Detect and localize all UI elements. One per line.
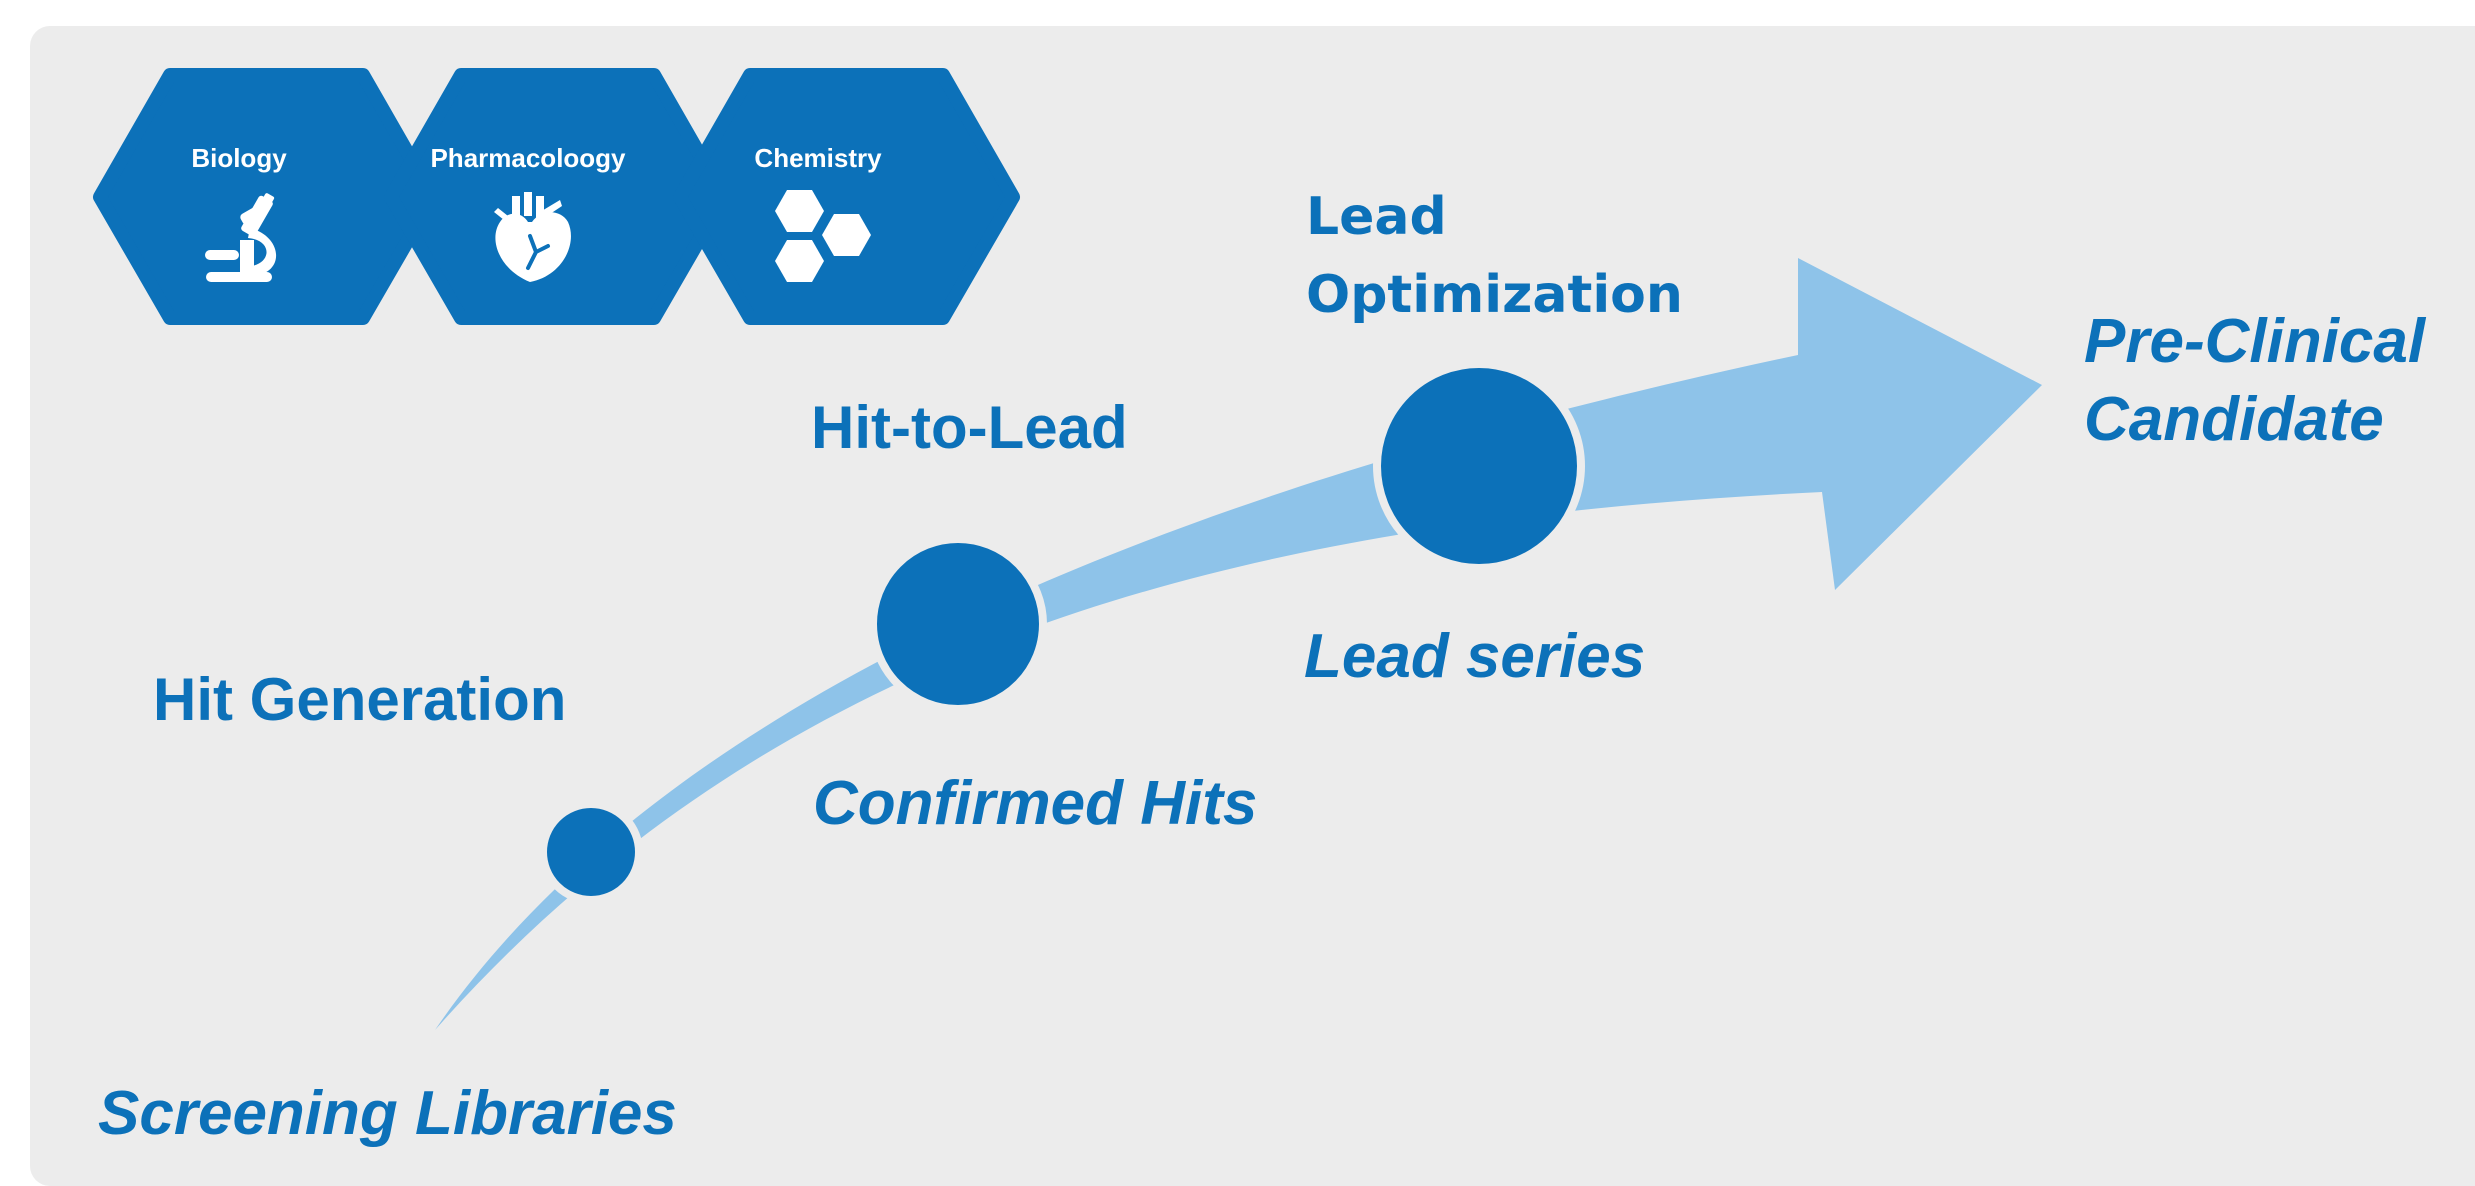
node-lead-series [1373, 360, 1585, 572]
stage-lead-optimization-line2: Optimization [1306, 265, 1683, 325]
hexagon-label-biology: Biology [191, 143, 287, 173]
progress-arrow [435, 258, 2042, 1030]
hexagon-label-pharmacology: Pharmacoloogy [430, 143, 626, 173]
heart-icon [494, 192, 571, 282]
hexagon-shape [384, 68, 731, 325]
output-pre-clinical-line1: Pre-Clinical [2084, 307, 2427, 376]
discipline-hexagon-chemistry: Chemistry [673, 68, 1020, 325]
hexagon-shape [673, 68, 1020, 325]
discipline-hexagon-pharmacology: Pharmacoloogy [384, 68, 731, 325]
microscope-icon [205, 193, 277, 282]
hexagon-label-chemistry: Chemistry [754, 143, 882, 173]
stage-hit-to-lead: Hit-to-Lead [811, 394, 1128, 461]
hexagons-icon [775, 190, 871, 282]
stage-lead-optimization-line1: Lead [1306, 187, 1447, 247]
output-pre-clinical-line2: Candidate [2084, 385, 2384, 454]
stage-hit-generation: Hit Generation [153, 666, 566, 733]
output-screening-libraries: Screening Libraries [98, 1079, 677, 1148]
discipline-hexagon-biology: Biology [93, 68, 440, 325]
output-lead-series: Lead series [1304, 622, 1645, 691]
node-screening-libraries [539, 800, 643, 904]
node-confirmed-hits [869, 535, 1047, 713]
output-confirmed-hits: Confirmed Hits [813, 769, 1257, 838]
